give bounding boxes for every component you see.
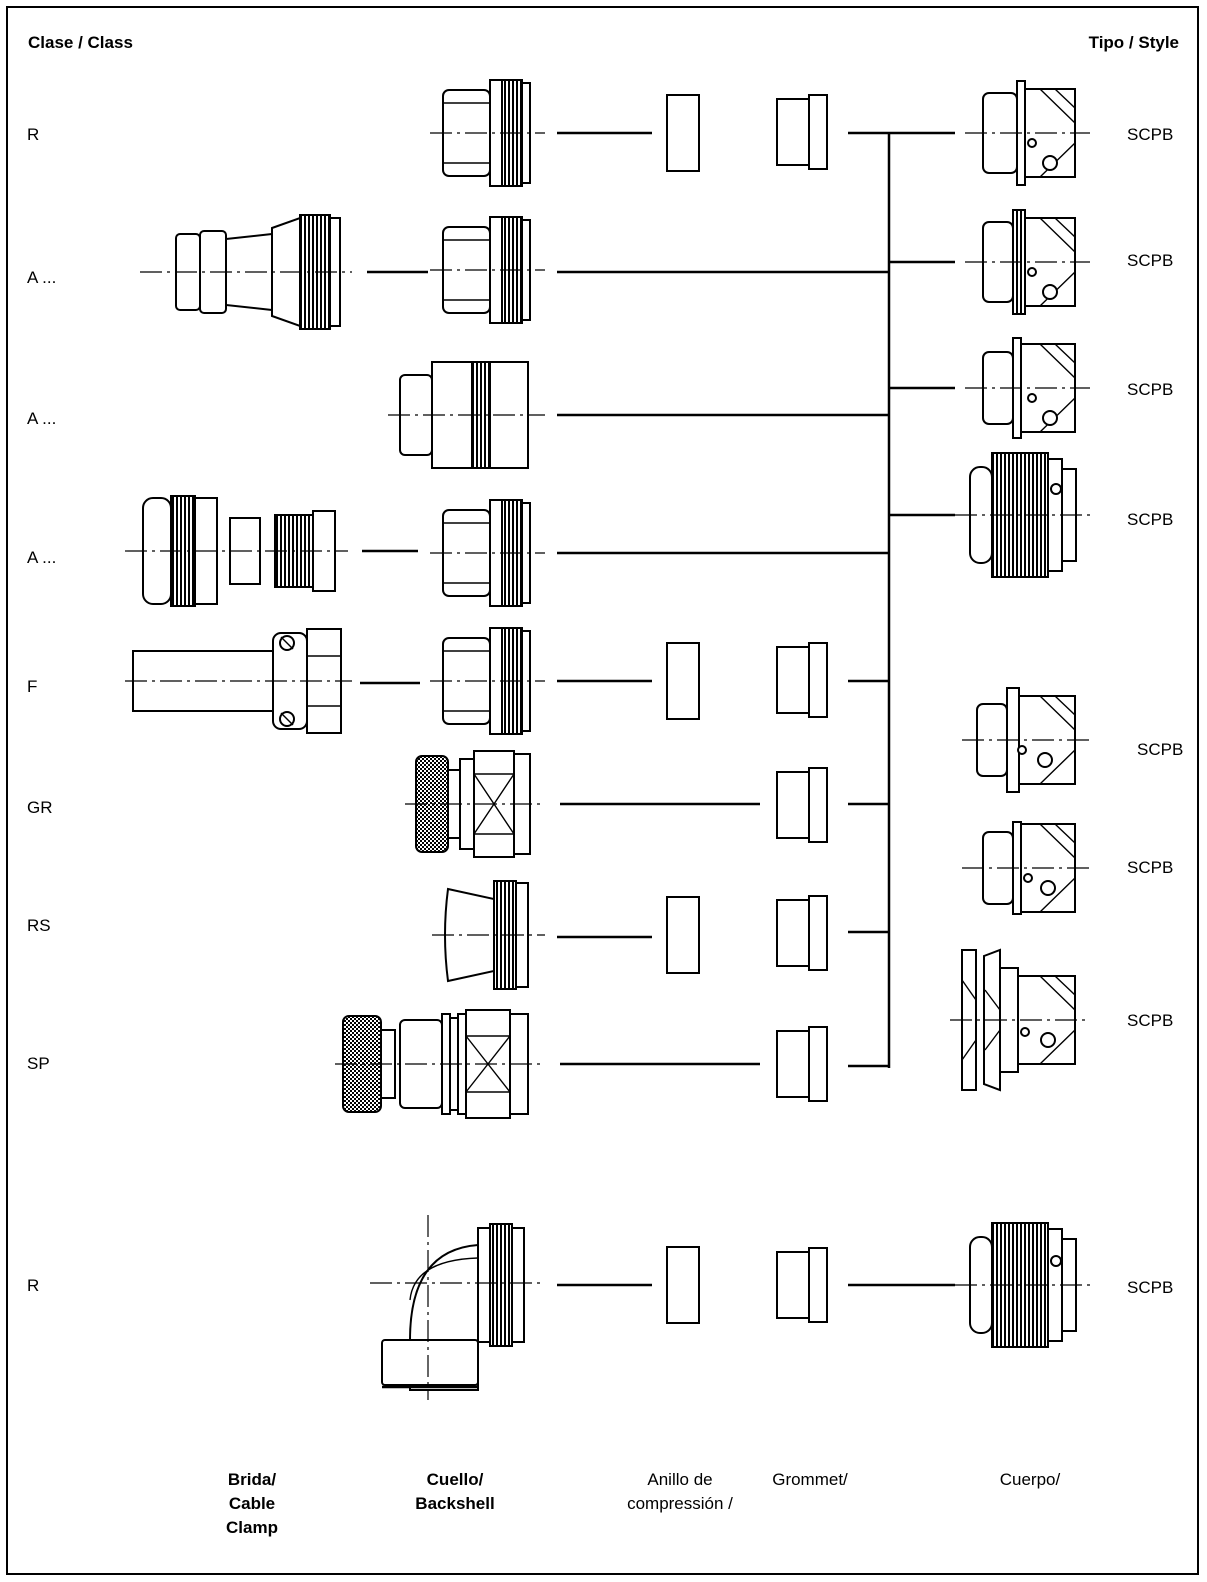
compression-ring-column-label: Anillo de compressión / [627, 1470, 733, 1513]
class-label: A ... [27, 409, 56, 428]
style-label: SCPB [1127, 858, 1173, 877]
style-label: SCPB [1127, 125, 1173, 144]
style-label: SCPB [1127, 1278, 1173, 1297]
class-label: R [27, 1276, 39, 1295]
style-label: SCPB [1127, 380, 1173, 399]
compression-ring-parts [666, 94, 700, 1324]
svg-text:Brida/: Brida/ [228, 1470, 276, 1489]
svg-text:Backshell: Backshell [415, 1494, 494, 1513]
cable-clamp-parts [125, 214, 352, 734]
backshell-parts [335, 79, 545, 1400]
class-label: A ... [27, 548, 56, 567]
backshell-column-label: Cuello/ Backshell [415, 1470, 494, 1513]
class-label: R [27, 125, 39, 144]
style-label: SCPB [1127, 510, 1173, 529]
class-label: A ... [27, 268, 56, 287]
svg-text:Cable: Cable [229, 1494, 275, 1513]
svg-text:Clamp: Clamp [226, 1518, 278, 1537]
connector-lines [360, 131, 955, 1287]
cable-clamp-column-label: Brida/ Cable Clamp [226, 1470, 278, 1537]
grommet-parts [776, 94, 828, 1323]
style-label: SCPB [1127, 251, 1173, 270]
style-label: SCPB [1127, 1011, 1173, 1030]
class-label: GR [27, 798, 53, 817]
body-parts [950, 80, 1090, 1348]
grommet-column-label: Grommet/ [772, 1470, 848, 1489]
class-label: F [27, 677, 37, 696]
body-column-label: Cuerpo/ [1000, 1470, 1061, 1489]
class-label: SP [27, 1054, 50, 1073]
style-header: Tipo / Style [1089, 33, 1179, 52]
svg-text:compressión /: compressión / [627, 1494, 733, 1513]
svg-text:Anillo de: Anillo de [647, 1470, 712, 1489]
drawing-frame [6, 6, 1199, 1575]
class-label: RS [27, 916, 51, 935]
style-label: SCPB [1137, 740, 1183, 759]
class-header: Clase / Class [28, 33, 133, 52]
svg-text:Cuello/: Cuello/ [427, 1470, 484, 1489]
